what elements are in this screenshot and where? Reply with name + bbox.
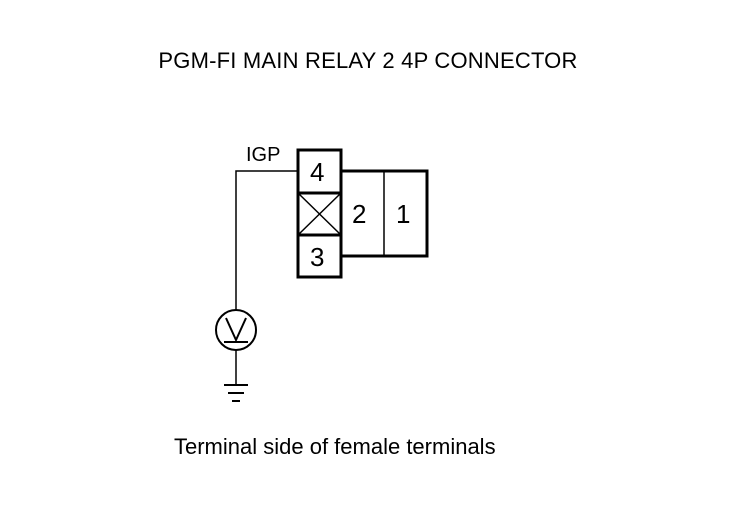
terminal-3-number: 3 [310, 242, 324, 272]
voltmeter-icon [215, 309, 257, 351]
diagram-title: PGM-FI MAIN RELAY 2 4P CONNECTOR [158, 48, 578, 73]
wire-label-igp: IGP [246, 144, 280, 166]
igp-wire [235, 170, 298, 314]
terminal-3-cell [296, 233, 343, 279]
terminal-1-number: 1 [396, 199, 410, 229]
terminal-4-number: 4 [310, 157, 324, 187]
empty-cavity-cross-b [297, 192, 342, 236]
ground-icon [224, 384, 248, 402]
diagram-caption: Terminal side of female terminals [174, 434, 496, 459]
terminal-2-number: 2 [352, 199, 366, 229]
terminal-4-cell [296, 148, 343, 195]
